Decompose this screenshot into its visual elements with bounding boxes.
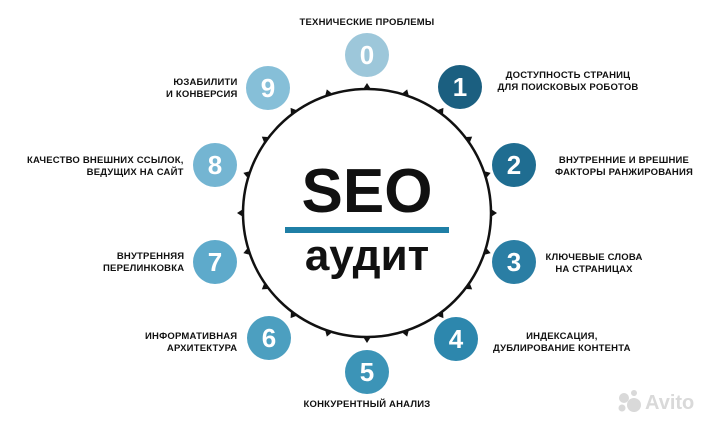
step-label-2: внутренние и врешниефакторы ранжирования — [555, 155, 693, 179]
step-badge-circle — [434, 317, 478, 361]
step-label-line: конкурентный анализ — [303, 399, 431, 410]
ring-tick — [437, 107, 444, 114]
step-badge-circle — [492, 240, 536, 284]
step-label-line: на страницах — [555, 264, 633, 275]
step-number: 7 — [208, 247, 222, 277]
step-badge-circle — [193, 240, 237, 284]
step-label-4: индексация,дублирование контента — [493, 331, 631, 355]
ring-tick — [437, 312, 444, 319]
step-label-line: технические проблемы — [299, 17, 435, 28]
step-label-line: ключевые слова — [545, 252, 643, 263]
step-badge-8: 8 — [193, 143, 237, 187]
step-label-line: факторы ранжирования — [555, 167, 694, 178]
ring-tick — [290, 107, 297, 114]
step-badge-9: 9 — [246, 66, 290, 110]
step-badge-circle — [246, 66, 290, 110]
ring-tick — [484, 248, 491, 255]
step-number: 3 — [507, 247, 521, 277]
ring-tick — [261, 283, 268, 290]
seo-title: SEO — [302, 157, 433, 226]
step-badge-5: 5 — [345, 350, 389, 394]
ring-tick — [402, 89, 409, 96]
ring-tick — [466, 136, 473, 143]
ring-tick — [466, 283, 473, 290]
ring-tick — [243, 171, 250, 178]
step-badge-circle — [438, 65, 482, 109]
step-label-line: индексация, — [526, 331, 598, 342]
step-badge-3: 3 — [492, 240, 536, 284]
step-number: 4 — [449, 324, 464, 354]
step-badge-1: 1 — [438, 65, 482, 109]
step-badge-4: 4 — [434, 317, 478, 361]
ring-tick — [492, 209, 497, 217]
step-badge-circle — [193, 143, 237, 187]
step-badge-circle — [345, 350, 389, 394]
seo-underline — [285, 227, 449, 233]
step-badges: 0 1 2 3 4 5 6 7 8 9 — [193, 33, 536, 394]
step-label-line: качество внешних ссылок, — [27, 155, 184, 166]
step-label-9: юзабилитии конверсия — [166, 77, 238, 101]
audit-subtitle: аудит — [305, 231, 429, 280]
step-number: 6 — [262, 323, 276, 353]
ring-tick — [243, 248, 250, 255]
step-label-line: для поисковых роботов — [497, 82, 639, 93]
step-label-line: и конверсия — [166, 89, 238, 100]
avito-watermark: Avito — [614, 387, 714, 417]
avito-brand-text: Avito — [645, 392, 694, 414]
ring-tick-marks — [237, 83, 497, 343]
step-number: 9 — [261, 73, 275, 103]
step-badge-circle — [345, 33, 389, 77]
step-number: 0 — [360, 40, 374, 70]
step-badge-2: 2 — [492, 143, 536, 187]
step-badge-circle — [247, 316, 291, 360]
step-number: 8 — [208, 150, 222, 180]
step-badge-circle — [492, 143, 536, 187]
ring-tick — [484, 171, 491, 178]
step-label-line: дублирование контента — [493, 343, 631, 354]
step-number: 5 — [360, 357, 374, 387]
ring-tick — [290, 312, 297, 319]
step-label-5: конкурентный анализ — [304, 399, 431, 411]
ring-tick — [363, 338, 371, 343]
step-badge-6: 6 — [247, 316, 291, 360]
step-label-1: доступность страницдля поисковых роботов — [498, 70, 639, 94]
ring-tick — [325, 89, 332, 96]
ring-tick — [363, 83, 371, 88]
step-label-line: внутренние и врешние — [558, 155, 690, 166]
step-label-line: внутренняя — [116, 251, 185, 262]
step-number: 2 — [507, 150, 521, 180]
ring-tick — [261, 136, 268, 143]
central-ring — [241, 87, 493, 339]
step-label-3: ключевые слована страницах — [546, 252, 643, 276]
step-label-7: внутренняяперелинковка — [103, 251, 184, 275]
ring-tick — [237, 209, 242, 217]
avito-logo-icon: Avito — [618, 390, 694, 414]
step-label-line: архитектура — [166, 343, 238, 354]
ring-tick — [402, 330, 409, 337]
step-label-0: технические проблемы — [300, 17, 435, 29]
step-label-line: доступность страниц — [505, 70, 631, 81]
step-number: 1 — [453, 72, 467, 102]
step-label-8: качество внешних ссылок,ведущих на сайт — [27, 155, 184, 179]
step-badge-7: 7 — [193, 240, 237, 284]
step-label-6: информативнаяархитектура — [145, 331, 237, 355]
ring-tick — [325, 330, 332, 337]
step-badge-0: 0 — [345, 33, 389, 77]
step-label-line: информативная — [145, 331, 238, 342]
step-label-line: юзабилити — [173, 77, 238, 88]
step-label-line: ведущих на сайт — [86, 167, 184, 178]
step-label-line: перелинковка — [103, 263, 185, 274]
